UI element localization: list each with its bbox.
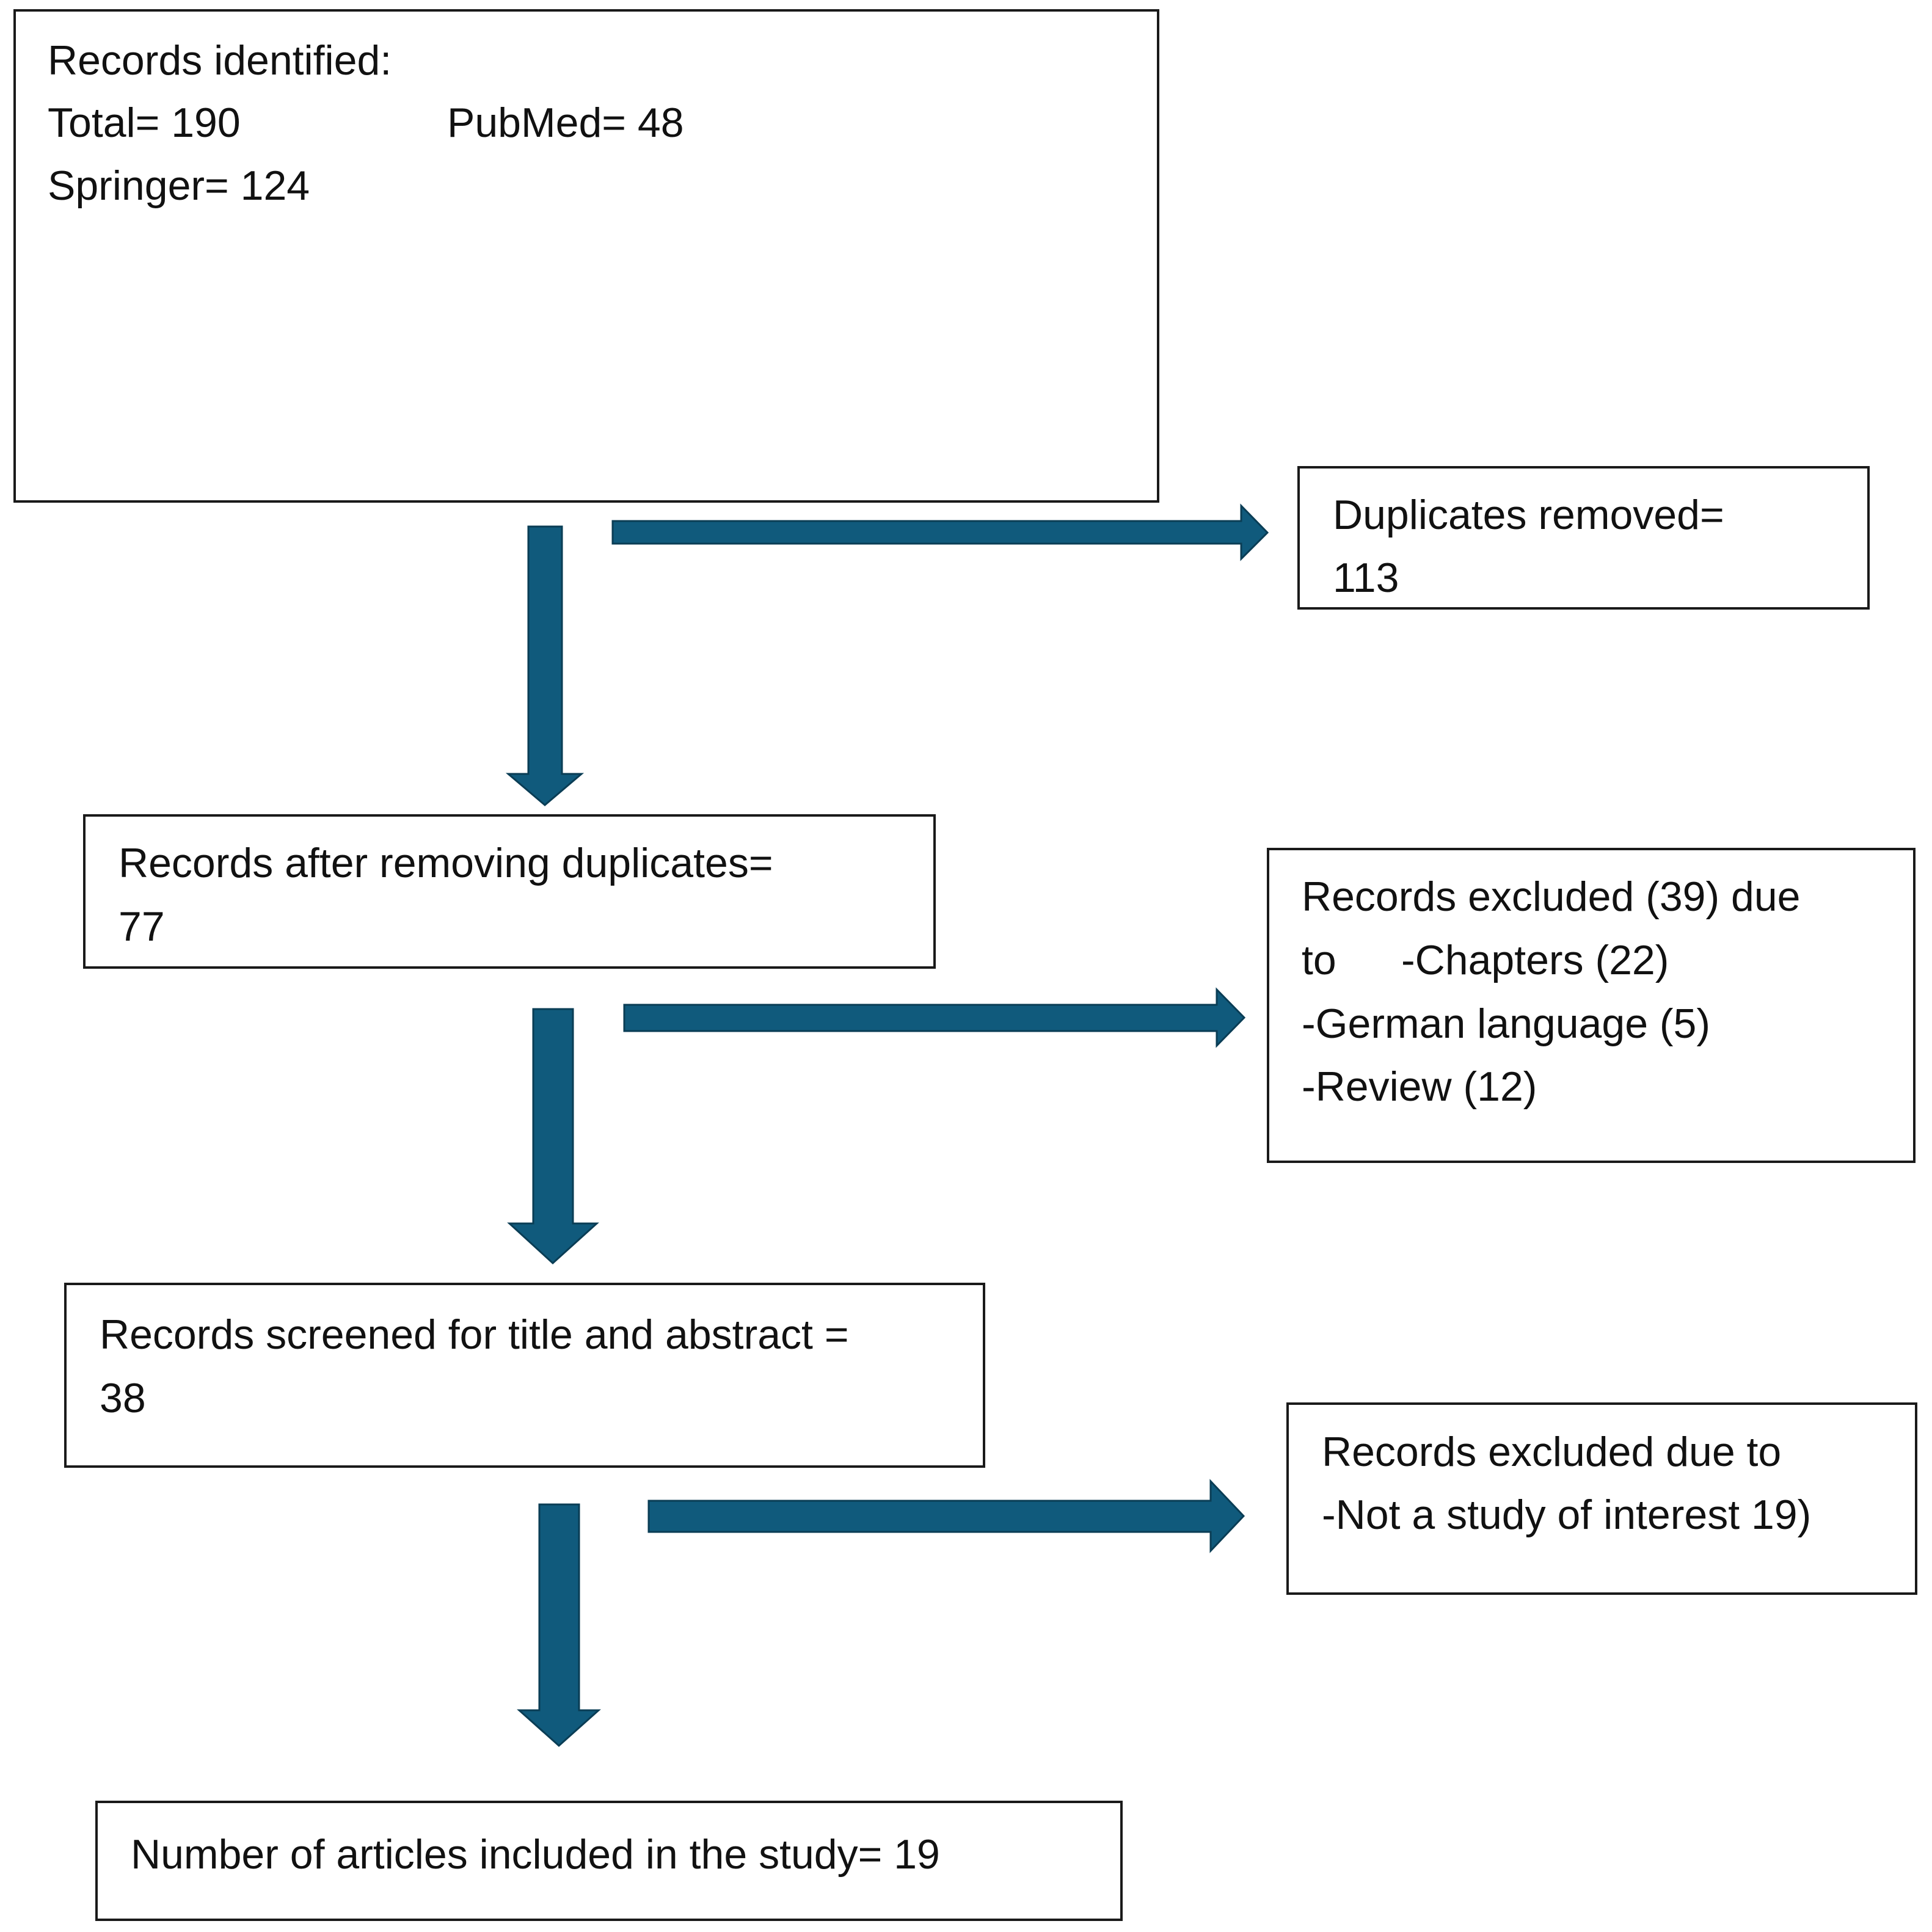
excluded-1-review: -Review (12)	[1302, 1063, 1537, 1110]
right-arrow-3	[647, 1479, 1245, 1553]
excluded-1-chapters: -Chapters (22)	[1401, 937, 1669, 983]
duplicates-removed-value: 113	[1333, 555, 1399, 601]
down-arrow-3	[517, 1503, 601, 1748]
records-springer: Springer= 124	[48, 162, 310, 209]
excluded-1-line1: Records excluded (39) due	[1302, 873, 1801, 920]
records-screened-value: 38	[100, 1375, 146, 1421]
records-after-duplicates-box: Records after removing duplicates= 77	[83, 814, 936, 969]
records-pubmed: PubMed= 48	[447, 100, 684, 146]
right-arrow-2	[623, 987, 1246, 1048]
excluded-2-line2: -Not a study of interest 19)	[1322, 1492, 1812, 1538]
down-arrow-2	[507, 1008, 599, 1265]
duplicates-removed-label: Duplicates removed=	[1333, 492, 1724, 538]
records-excluded-2-box: Records excluded due to -Not a study of …	[1286, 1402, 1917, 1595]
records-identified-heading: Records identified:	[48, 37, 392, 84]
down-arrow-1	[505, 525, 585, 806]
excluded-2-line1: Records excluded due to	[1322, 1429, 1782, 1475]
records-after-duplicates-value: 77	[118, 903, 165, 950]
records-screened-label: Records screened for title and abstract …	[100, 1311, 849, 1358]
records-identified-box: Records identified: Total= 190 PubMed= 4…	[13, 9, 1159, 503]
right-arrow-1	[611, 503, 1269, 561]
excluded-1-german: -German language (5)	[1302, 1001, 1711, 1047]
records-excluded-1-box: Records excluded (39) due to -Chapters (…	[1267, 848, 1916, 1163]
articles-included-label: Number of articles included in the study…	[131, 1831, 940, 1878]
articles-included-box: Number of articles included in the study…	[95, 1801, 1123, 1921]
records-total: Total= 190	[48, 100, 241, 146]
excluded-1-line2-to: to	[1302, 937, 1336, 983]
duplicates-removed-box: Duplicates removed= 113	[1297, 466, 1870, 610]
records-after-duplicates-label: Records after removing duplicates=	[118, 840, 773, 886]
records-screened-box: Records screened for title and abstract …	[64, 1283, 985, 1468]
